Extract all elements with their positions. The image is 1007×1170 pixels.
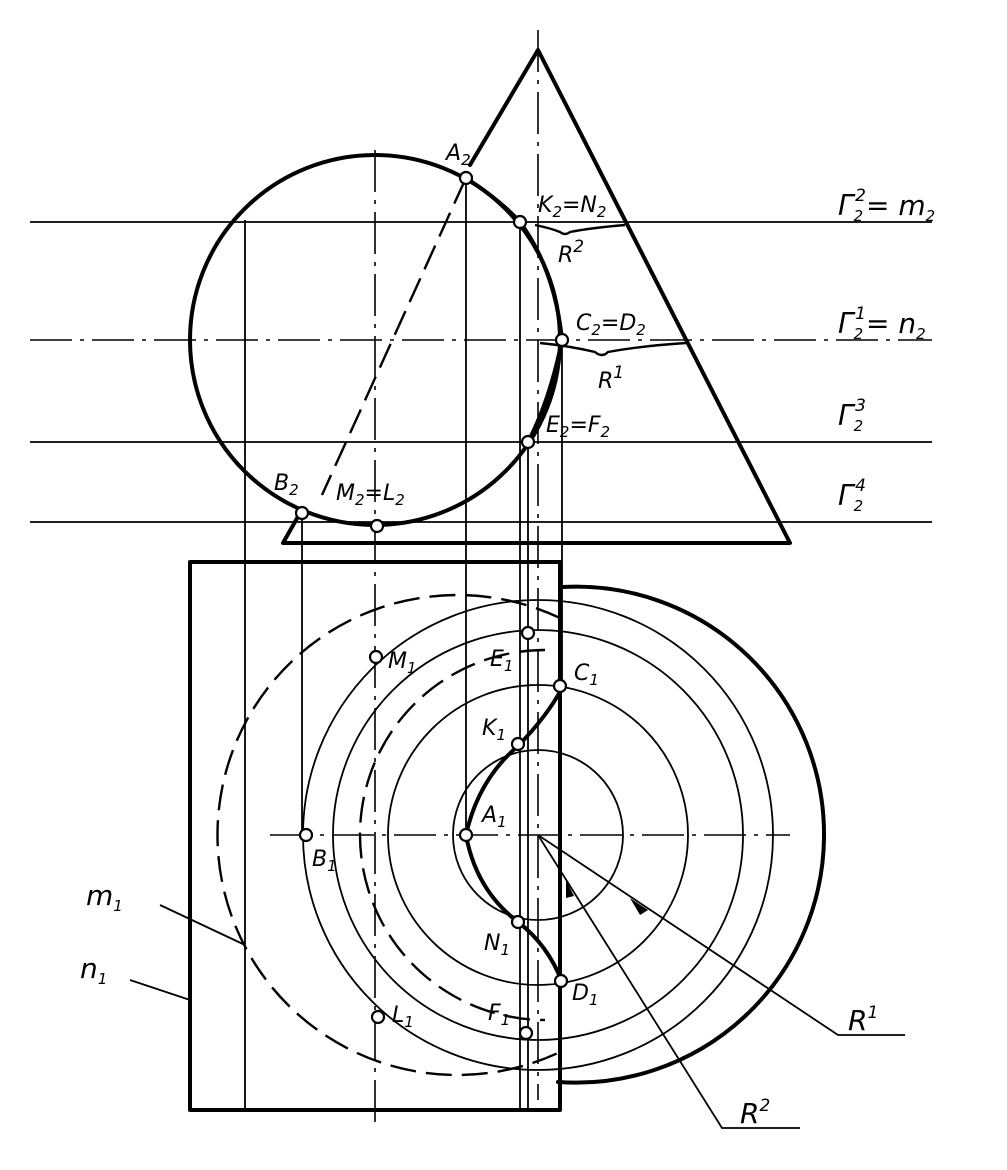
point-k2 (512, 214, 528, 230)
label-r2-bottom: R2 (740, 1096, 770, 1130)
cone-outline (281, 48, 792, 545)
label-k1: K1 (482, 716, 506, 744)
point-m2 (369, 518, 385, 534)
label-b2: B2 (274, 471, 299, 499)
label-l1: L1 (392, 1003, 414, 1031)
label-gamma-2-4: Γ24 (838, 476, 866, 515)
label-m1: M1 (388, 649, 417, 677)
top-view-frame (188, 560, 562, 1112)
labels: A2 K2=N2 C2=D2 E2=F2 B2 M2=L2 E1 C1 M1 K… (80, 141, 935, 1130)
point-c2 (554, 332, 570, 348)
top-view-rectangle (188, 560, 562, 1112)
point-n1 (510, 914, 526, 930)
brace-r2 (534, 223, 626, 236)
point-b1 (298, 827, 314, 843)
leader-n1 (129, 979, 191, 1001)
label-r1-bottom: R1 (848, 1003, 878, 1037)
point-b2 (294, 505, 310, 521)
cone-base-circle (556, 584, 827, 1085)
point-m1 (368, 649, 384, 665)
point-c1 (552, 678, 568, 694)
arrow-r2 (566, 880, 574, 898)
point-e1 (520, 625, 536, 641)
points (294, 170, 570, 1041)
leader-r1 (537, 834, 905, 1036)
radius-braces (534, 223, 687, 357)
label-gamma-2-1: Γ21= n2 (838, 304, 926, 343)
label-k2-n2: K2=N2 (538, 193, 606, 221)
label-r1-top: R1 (598, 363, 624, 394)
leader-m1 (159, 904, 246, 946)
label-m2-l2: M2=L2 (336, 481, 405, 509)
label-gamma-2-3: Γ23 (838, 396, 866, 435)
label-a2: A2 (444, 141, 471, 169)
label-gamma-2-2: Γ22= m2 (838, 186, 935, 225)
intersection-curve-front (464, 176, 564, 444)
label-e1: E1 (490, 647, 513, 675)
label-d1: D1 (572, 981, 599, 1009)
label-n1: N1 (484, 931, 510, 959)
point-l1 (370, 1009, 386, 1025)
level-planes (30, 221, 932, 523)
dashed-generatrix (320, 179, 467, 496)
circle-r-gamma3 (387, 684, 689, 986)
label-f1: F1 (488, 1001, 510, 1029)
label-r2-top: R2 (558, 237, 584, 268)
dashed-hidden-circle-outer (216, 593, 561, 1077)
point-a2 (458, 170, 474, 186)
label-c2-d2: C2=D2 (576, 311, 646, 339)
circle-r-small (452, 749, 624, 921)
point-k1 (510, 736, 526, 752)
leader-r2 (537, 834, 800, 1129)
label-n1-plane: n1 (80, 952, 107, 988)
point-e2 (520, 434, 536, 450)
radius-leaders (129, 834, 905, 1129)
point-a1 (458, 827, 474, 843)
label-m1-plane: m1 (86, 879, 123, 915)
brace-r1 (539, 341, 687, 357)
cone-front-view (281, 30, 792, 1100)
arrow-r1 (630, 898, 648, 915)
label-c1: C1 (574, 661, 599, 689)
label-b1: B1 (312, 847, 337, 875)
label-e2-f2: E2=F2 (546, 413, 610, 441)
point-f1 (518, 1025, 534, 1041)
label-a1: A1 (480, 803, 507, 831)
point-d1 (553, 973, 569, 989)
